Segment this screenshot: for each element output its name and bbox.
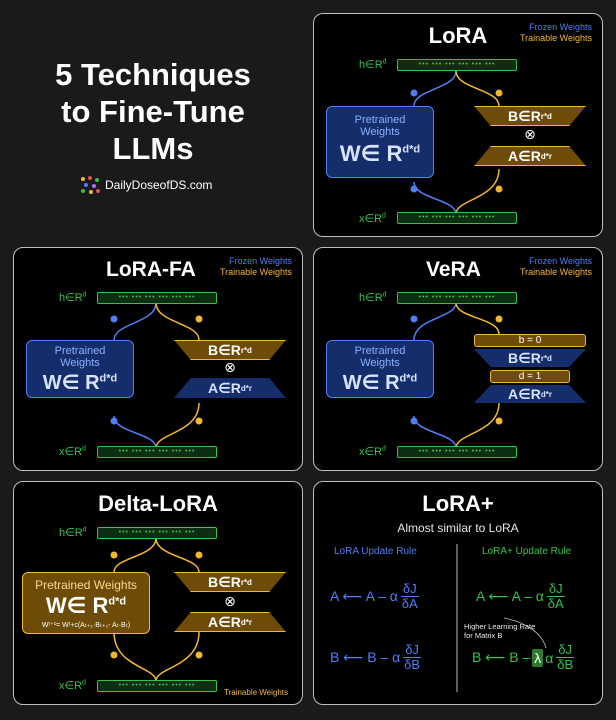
connector-lines	[410, 302, 503, 449]
h-label: h∈Rd	[359, 58, 387, 71]
x-label: x∈Rd	[359, 212, 386, 225]
w-matrix-label: W∈ Rd*d	[339, 141, 421, 166]
pretrained-label: Pretrained Weights	[354, 114, 406, 138]
main-title-line: 5 Techniques	[55, 57, 251, 92]
x-vector: ••• ••• ••• ••• ••• •••	[97, 446, 217, 458]
legend-trainable: Trainable Weights	[519, 33, 592, 43]
otimes-icon: ⊗	[224, 359, 236, 375]
panel-lora-plus: LoRA+ Almost similar to LoRA LoRA Update…	[313, 481, 603, 705]
legend-trainable: Trainable Weights	[224, 688, 289, 697]
pretrained-weights-box: Pretrained Weights W∈ Rd*d	[26, 340, 134, 398]
brand: DailyDoseofDS.com	[80, 176, 212, 194]
connector-lines	[110, 302, 203, 449]
brand-text: DailyDoseofDS.com	[105, 178, 213, 192]
panel-title: VeRA	[426, 258, 481, 281]
w-matrix-label: W∈ Rd*d	[45, 593, 127, 618]
x-label: x∈Rd	[59, 445, 86, 458]
panel-subtitle: Almost similar to LoRA	[397, 521, 519, 535]
d-scaling-vector: d = 1	[490, 370, 570, 383]
main-title: 5 Techniques to Fine-Tune LLMs	[30, 56, 276, 167]
main-title-line: LLMs	[112, 131, 194, 166]
legend-trainable: Trainable Weights	[219, 267, 292, 277]
otimes-icon: ⊗	[224, 593, 236, 609]
panel-vera: VeRA Frozen Weights Trainable Weights h∈…	[313, 247, 603, 471]
panel-delta-lora: Delta-LoRA h∈Rd ••• ••• ••• ••• ••• ••• …	[13, 481, 303, 705]
panel-lora-fa: LoRA-FA Frozen Weights Trainable Weights…	[13, 247, 303, 471]
legend-frozen: Frozen Weights	[229, 256, 292, 266]
pretrained-weights-box: Pretrained Weights W∈ Rd*d	[326, 340, 434, 398]
pretrained-label: Pretrained Weights	[35, 578, 137, 592]
legend: Frozen Weights Trainable Weights	[520, 256, 592, 278]
h-vector: ••• ••• ••• ••• ••• •••	[97, 292, 217, 304]
panel-title: LoRA-FA	[106, 258, 196, 281]
delta-update-formula: Wᵗ⁺¹= Wᵗ+c(Aₜ₊₁·Bₜ₊₁- Aₜ·Bₜ)	[41, 622, 131, 629]
panel-title: LoRA	[428, 23, 488, 48]
lambda-highlight: λ	[532, 648, 544, 667]
loraplus-rule-heading: LoRA+ Update Rule	[482, 546, 572, 557]
legend-frozen: Frozen Weights	[529, 22, 592, 32]
legend-frozen: Frozen Weights	[529, 256, 592, 266]
h-vector: ••• ••• ••• ••• ••• •••	[397, 59, 517, 71]
w-matrix-label: W∈ Rd*d	[342, 372, 418, 394]
lambda-note: Higher Learning Rate for Matrix B	[464, 622, 536, 640]
h-label: h∈Rd	[359, 291, 387, 304]
panel-title: LoRA+	[422, 491, 494, 516]
h-vector: ••• ••• ••• ••• ••• •••	[397, 292, 517, 304]
w-matrix-label: W∈ Rd*d	[42, 372, 118, 394]
h-label: h∈Rd	[59, 291, 87, 304]
pretrained-weights-box: Pretrained Weights W∈ Rd*d	[326, 106, 434, 178]
main-title-line: to Fine-Tune	[61, 94, 245, 129]
pretrained-weights-box: Pretrained Weights W∈ Rd*d Wᵗ⁺¹= Wᵗ+c(Aₜ…	[22, 572, 150, 634]
panel-title: Delta-LoRA	[98, 491, 218, 516]
legend-trainable: Trainable Weights	[519, 267, 592, 277]
connector-lines	[410, 70, 503, 215]
lora-rule-heading: LoRA Update Rule	[334, 546, 417, 557]
b-scaling-vector: b = 0	[474, 334, 586, 347]
x-vector: ••• ••• ••• ••• ••• •••	[397, 446, 517, 458]
pretrained-label: Pretrained Weights	[354, 345, 406, 369]
pretrained-label: Pretrained Weights	[54, 345, 106, 369]
connector-lines	[110, 537, 203, 682]
x-label: x∈Rd	[59, 679, 86, 692]
divider	[456, 544, 547, 692]
panel-lora: LoRA Frozen Weights Trainable Weights h∈…	[313, 13, 603, 237]
otimes-icon: ⊗	[524, 126, 536, 142]
h-vector: ••• ••• ••• ••• ••• •••	[97, 527, 217, 539]
x-label: x∈Rd	[359, 445, 386, 458]
brand-logo-icon	[80, 176, 100, 194]
h-label: h∈Rd	[59, 526, 87, 539]
legend: Frozen Weights Trainable Weights	[220, 256, 292, 278]
legend: Frozen Weights Trainable Weights	[520, 22, 592, 44]
x-vector: ••• ••• ••• ••• ••• •••	[397, 212, 517, 224]
x-vector: ••• ••• ••• ••• ••• •••	[97, 680, 217, 692]
